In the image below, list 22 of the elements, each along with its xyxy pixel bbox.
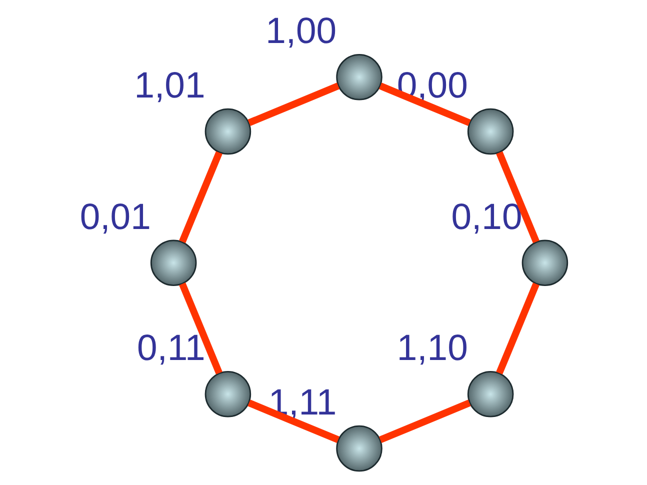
node-label: 1,00 — [266, 10, 337, 52]
connector — [248, 82, 340, 126]
node-circle — [336, 425, 382, 472]
node-circle — [522, 240, 568, 286]
node-circle — [204, 371, 252, 418]
node-circle — [467, 108, 514, 155]
connector — [179, 151, 222, 244]
node-label: 1,10 — [396, 327, 468, 368]
node-circle — [336, 54, 382, 100]
connector — [496, 151, 540, 244]
node-label: 0,11 — [137, 327, 206, 368]
connector — [248, 400, 340, 444]
node-circle — [204, 108, 252, 155]
node-label: 0,10 — [451, 196, 522, 237]
connector — [496, 282, 540, 374]
connector — [378, 400, 471, 444]
connector — [179, 282, 222, 374]
node-label: 0,01 — [80, 196, 151, 237]
connector — [379, 82, 471, 126]
node-label: 1,01 — [134, 64, 206, 106]
node-circle — [150, 240, 197, 286]
node-circle — [467, 371, 514, 418]
